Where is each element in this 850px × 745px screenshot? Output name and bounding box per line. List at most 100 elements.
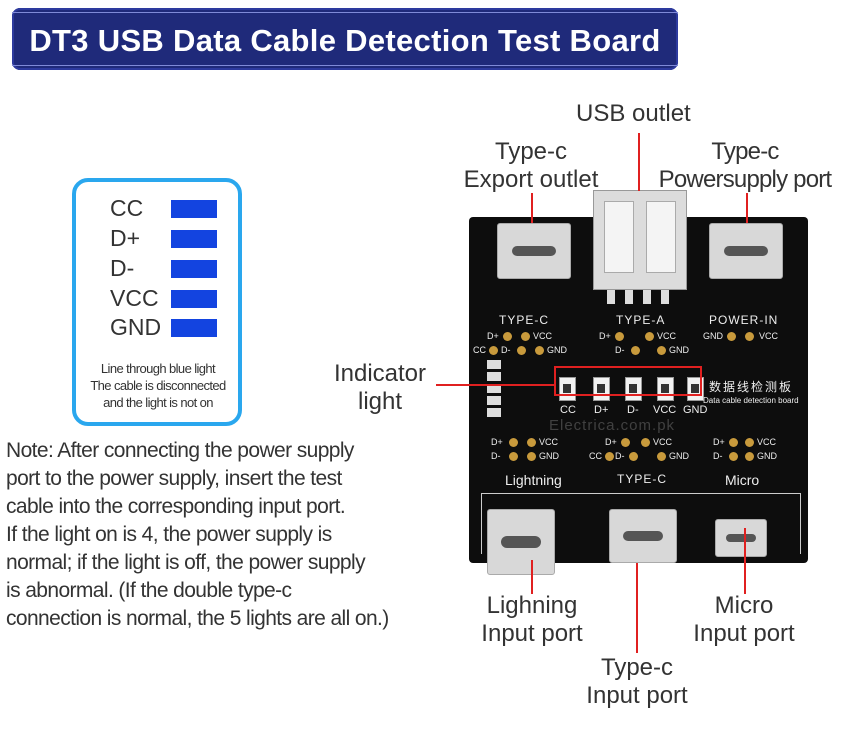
board-chinese-title: 数据线检测板 [709,380,794,394]
legend-label: GND [110,314,162,340]
solder-pad [517,346,526,355]
solder-pad [745,438,754,447]
legend-box: CC D+ D- VCC GND Line through blue light… [72,178,242,426]
callout-line-micro [744,528,746,594]
callout-line: Input port [586,682,688,709]
solder-pad [641,438,650,447]
watermark: Electrica.com.pk [549,417,676,434]
pin-label: GND [669,345,689,355]
solder-pad [745,332,754,341]
pin-label: VCC [759,331,779,341]
pin-label: D+ [487,331,499,341]
pin-label: GND [669,451,689,461]
solder-pad [527,438,536,447]
note-line: cable into the corresponding input port. [6,495,346,518]
pin-label: VCC [533,331,553,341]
usb-outlet-port [593,190,687,290]
callout-usb-outlet: USB outlet [576,100,691,127]
legend-row-dplus: D+ [76,225,238,251]
usb-pins [607,290,671,304]
solder-pad [629,452,638,461]
indicator-highlight [554,366,702,396]
lightning-input-port [487,509,555,575]
solder-pad [729,452,738,461]
led-label: D+ [594,404,609,416]
solder-pad [657,346,666,355]
usb-slot [604,201,634,273]
callout-line: Type-c [600,654,674,681]
legend-swatch [171,260,217,278]
callout-line-typec-power [746,193,748,223]
led-label: GND [683,404,708,416]
legend-row-dminus: D- [76,255,238,281]
legend-swatch [171,319,217,337]
legend-label: VCC [110,285,159,311]
banner-deco-line [12,12,678,13]
led-label: VCC [653,404,677,416]
callout-line-typec-export [531,193,533,223]
solder-pad [489,346,498,355]
board-english-subtitle: Data cable detection board [703,396,799,405]
pin-label: VCC [657,331,677,341]
callout-line: Type-c [494,138,568,165]
pin-label: CC [589,451,602,461]
bottom-ports-frame [481,493,801,554]
label-typec-bottom: TYPE-C [617,472,668,486]
legend-label: CC [110,195,144,221]
note-line: port to the power supply, insert the tes… [6,467,342,490]
solder-pad [535,346,544,355]
callout-lightning-input: Lighning Input port [472,592,592,648]
led-label: D- [627,404,639,416]
page-title: DT3 USB Data Cable Detection Test Board [29,23,661,58]
callout-line: Micro [714,592,774,619]
typec-power-port [709,223,783,279]
pin-label: D- [501,345,511,355]
callout-line-typec-input [636,563,638,653]
label-lightning: Lightning [505,472,562,488]
legend-note-line: Line through blue light [100,361,216,376]
legend-label: D- [110,255,135,281]
solder-pad [509,452,518,461]
solder-pad [729,438,738,447]
label-micro: Micro [725,472,760,488]
pin-label: D- [713,451,723,461]
legend-label: D+ [110,225,141,251]
callout-line: light [357,388,403,415]
solder-pad [745,452,754,461]
ic-chip [487,360,502,425]
solder-pad [615,332,624,341]
solder-pad [631,346,640,355]
pin-label: D- [491,451,501,461]
solder-pad [527,452,536,461]
callout-line: Powersupply port [658,166,832,193]
note-line: If the light on is 4, the power supply i… [6,523,332,546]
typec-input-port [609,509,677,563]
callout-typec-power: Type-c Powersupply port [656,138,834,194]
title-banner: DT3 USB Data Cable Detection Test Board [12,8,678,70]
callout-line: Input port [481,620,583,647]
typec-export-port [497,223,571,279]
callout-line-indicator [436,384,554,386]
pin-label: VCC [539,437,559,447]
pin-label: D- [615,345,625,355]
note-line: is abnormal. (If the double type-c [6,579,292,602]
legend-swatch [171,200,217,218]
solder-pad [657,452,666,461]
callout-line-usb [638,133,640,191]
pin-label: GND [539,451,559,461]
legend-row-cc: CC [76,195,238,221]
usb-slot [646,201,676,273]
label-powerin: POWER-IN [709,313,779,327]
solder-pad [645,332,654,341]
legend-note-line: The cable is disconnected [90,378,226,393]
micro-input-port [715,519,767,557]
pin-label: VCC [757,437,777,447]
solder-pad [727,332,736,341]
callout-line: Lighning [486,592,578,619]
callout-typec-input: Type-c Input port [577,654,697,710]
legend-swatch [171,230,217,248]
pin-label: GND [703,331,723,341]
note-paragraph: Note: After connecting the power supply … [6,437,446,633]
pin-label: D+ [599,331,611,341]
legend-row-gnd: GND [76,314,238,340]
